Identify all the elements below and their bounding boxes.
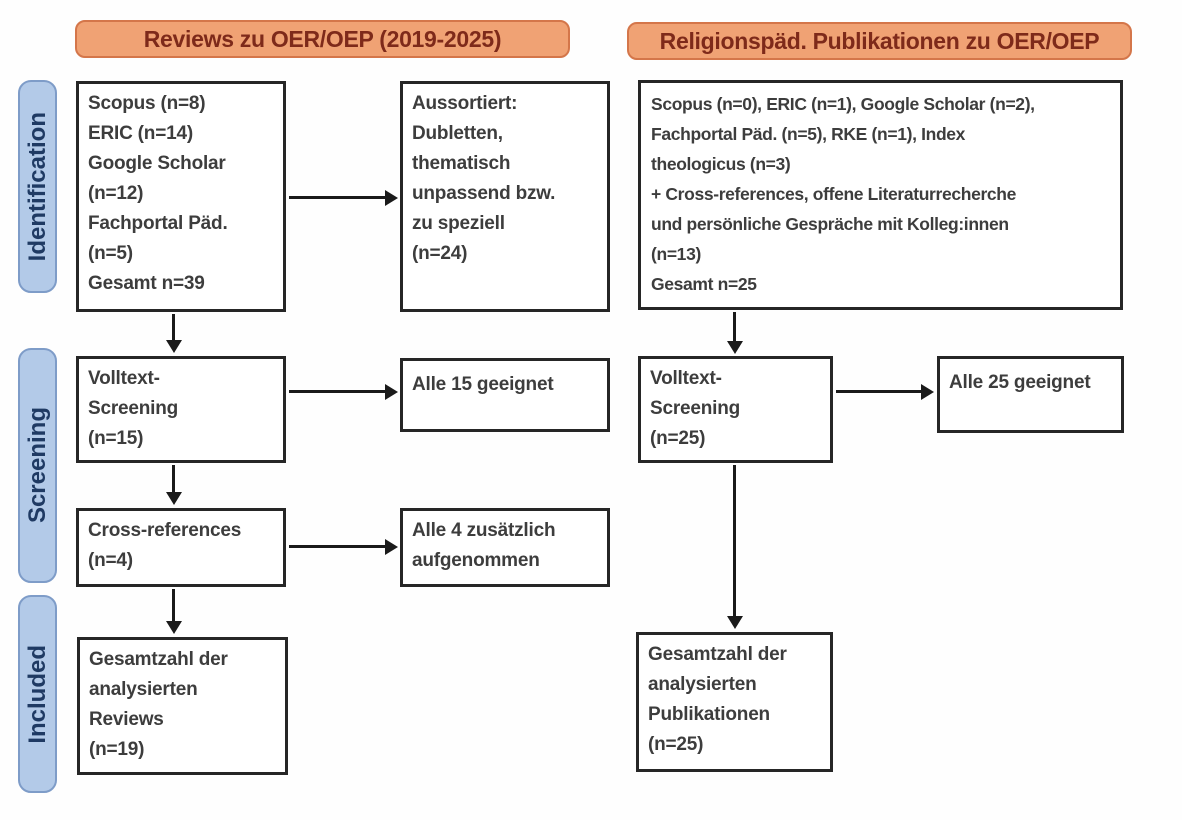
arrow-down-sources-to-fulltext-left <box>165 314 182 353</box>
arrow-right-sources-to-excluded <box>289 189 398 206</box>
arrow-down-crossref-to-included <box>165 589 182 634</box>
box-right-fulltext-result: Alle 25 geeignet <box>937 356 1124 433</box>
box-left-identification-sources: Scopus (n=8) ERIC (n=14) Google Scholar … <box>76 81 286 312</box>
box-right-identification-sources: Scopus (n=0), ERIC (n=1), Google Scholar… <box>638 80 1123 310</box>
box-right-included-total: Gesamtzahl der analysierten Publikatione… <box>636 632 833 772</box>
box-left-included-total: Gesamtzahl der analysierten Reviews (n=1… <box>77 637 288 775</box>
arrow-right-crossref-to-result <box>289 538 398 555</box>
stage-pill-screening: Screening <box>18 348 57 583</box>
arrow-down-fulltext-to-included-right <box>726 465 743 629</box>
stage-label-screening: Screening <box>23 407 51 524</box>
arrow-down-fulltext-to-crossref <box>165 465 182 505</box>
column-header-reviews: Reviews zu OER/OEP (2019-2025) <box>75 20 570 58</box>
box-left-fulltext-result: Alle 15 geeignet <box>400 358 610 432</box>
box-left-crossreferences: Cross-references (n=4) <box>76 508 286 587</box>
column-header-religionspaed: Religionspäd. Publikationen zu OER/OEP <box>627 22 1132 60</box>
box-left-fulltext-screening: Volltext- Screening (n=15) <box>76 356 286 463</box>
arrow-down-sources-to-fulltext-right <box>726 312 743 354</box>
box-left-excluded: Aussortiert: Dubletten, thematisch unpas… <box>400 81 610 312</box>
stage-label-identification: Identification <box>23 111 51 262</box>
stage-pill-identification: Identification <box>18 80 57 293</box>
box-right-fulltext-screening: Volltext- Screening (n=25) <box>638 356 833 463</box>
stage-label-included: Included <box>23 644 51 744</box>
arrow-right-fulltext-to-result-left <box>289 383 398 400</box>
stage-pill-included: Included <box>18 595 57 793</box>
box-left-crossreferences-result: Alle 4 zusätzlich aufgenommen <box>400 508 610 587</box>
arrow-right-fulltext-to-result-right <box>836 383 934 400</box>
